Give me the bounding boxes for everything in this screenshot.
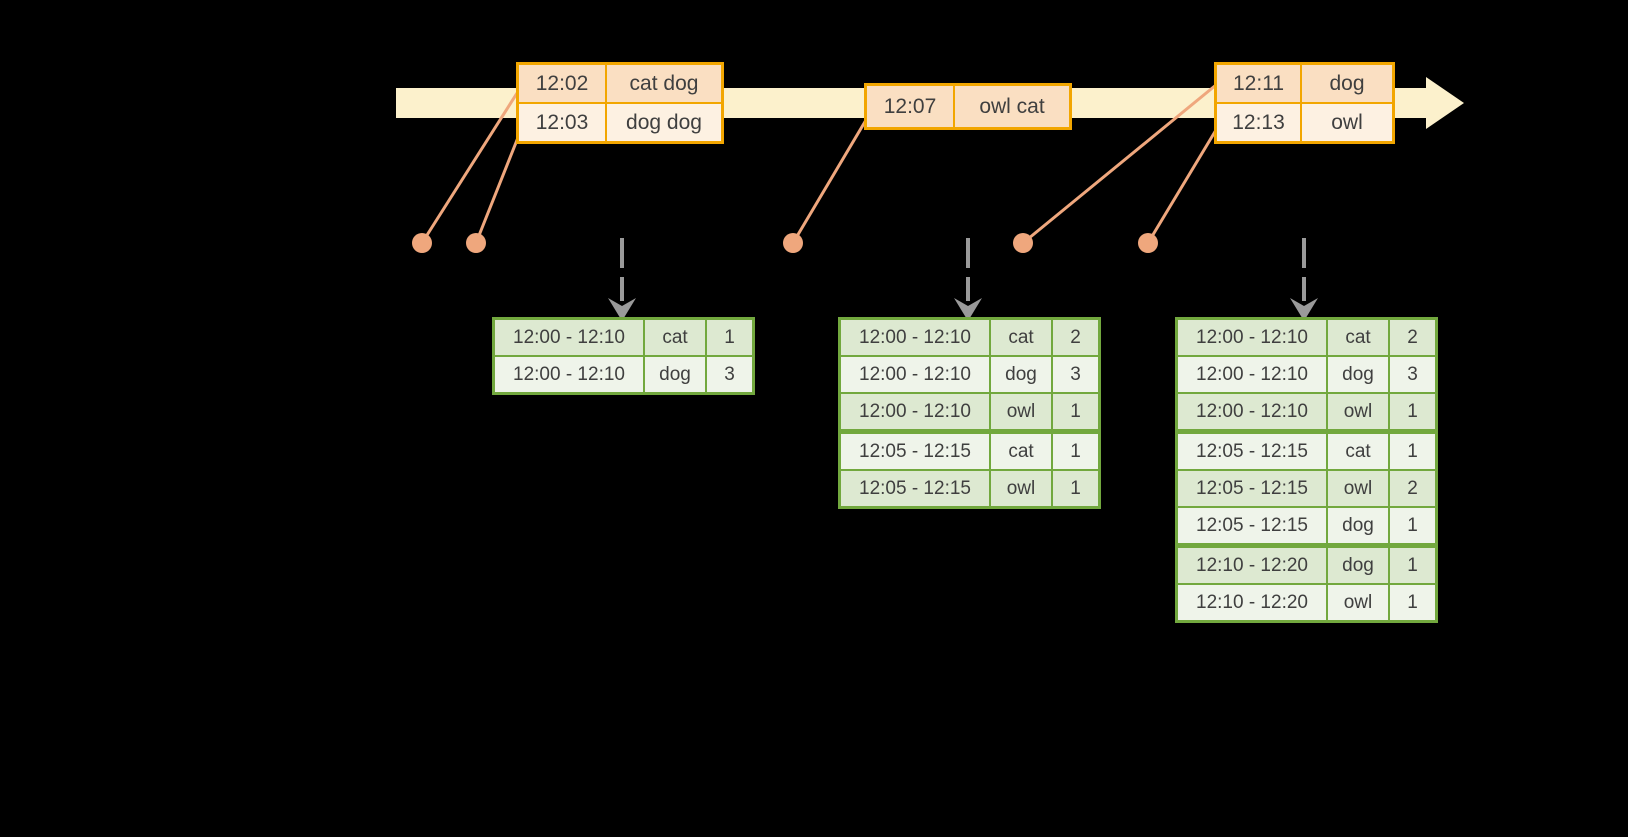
word-cell: owl [1326, 392, 1390, 433]
result-row: 12:05 - 12:15 cat 1 [838, 429, 1101, 471]
event-marker-dots [412, 233, 1158, 253]
window-cell: 12:00 - 12:10 [492, 317, 645, 357]
trigger-arrows [608, 238, 1318, 321]
event-connector-lines [420, 83, 1218, 245]
window-cell: 12:00 - 12:10 [1175, 355, 1328, 394]
connector-line [474, 129, 523, 244]
window-cell: 12:05 - 12:15 [1175, 506, 1328, 547]
result-row: 12:05 - 12:15 owl 2 [1175, 469, 1438, 508]
word-cell: owl [989, 469, 1053, 509]
word-cell: dog [1326, 506, 1390, 547]
result-row: 12:00 - 12:10 owl 1 [838, 392, 1101, 433]
count-cell: 1 [1388, 429, 1438, 471]
count-cell: 1 [1388, 583, 1438, 623]
word-cell: owl [1326, 583, 1390, 623]
word-cell: cat [1326, 317, 1390, 357]
window-cell: 12:00 - 12:10 [1175, 317, 1328, 357]
count-cell: 3 [1388, 355, 1438, 394]
window-cell: 12:05 - 12:15 [838, 429, 991, 471]
arrow-down-head-icon [608, 298, 636, 321]
time-cell: 12:13 [1214, 102, 1302, 144]
word-cell: dog [1326, 355, 1390, 394]
event-row: 12:13 owl [1214, 102, 1395, 144]
result-row: 12:00 - 12:10 dog 3 [492, 355, 755, 395]
count-cell: 1 [1388, 392, 1438, 433]
event-row: 12:11 dog [1214, 62, 1395, 104]
window-cell: 12:05 - 12:15 [838, 469, 991, 509]
connector-line [791, 119, 868, 244]
window-cell: 12:00 - 12:10 [838, 355, 991, 394]
result-row: 12:00 - 12:10 owl 1 [1175, 392, 1438, 433]
count-cell: 2 [1051, 317, 1101, 357]
result-row: 12:00 - 12:10 dog 3 [838, 355, 1101, 394]
window-cell: 12:00 - 12:10 [492, 355, 645, 395]
words-cell: dog [1300, 62, 1395, 104]
time-cell: 12:11 [1214, 62, 1302, 104]
window-cell: 12:05 - 12:15 [1175, 469, 1328, 508]
words-cell: owl [1300, 102, 1395, 144]
arrow-down-head-icon [954, 298, 982, 321]
window-cell: 12:05 - 12:15 [1175, 429, 1328, 471]
result-table-1: 12:00 - 12:10 cat 1 12:00 - 12:10 dog 3 [492, 317, 755, 395]
event-table-1: 12:02 cat dog 12:03 dog dog [516, 62, 724, 144]
word-cell: dog [989, 355, 1053, 394]
time-cell: 12:07 [864, 83, 955, 130]
window-cell: 12:10 - 12:20 [1175, 583, 1328, 623]
result-row: 12:10 - 12:20 owl 1 [1175, 583, 1438, 623]
event-marker-dot [1013, 233, 1033, 253]
count-cell: 3 [1051, 355, 1101, 394]
event-row: 12:03 dog dog [516, 102, 724, 144]
result-row: 12:00 - 12:10 cat 1 [492, 317, 755, 357]
count-cell: 1 [1388, 543, 1438, 585]
count-cell: 1 [1051, 392, 1101, 433]
arrow-down-head-icon [1290, 298, 1318, 321]
count-cell: 1 [1388, 506, 1438, 547]
time-cell: 12:03 [516, 102, 607, 144]
event-marker-dot [412, 233, 432, 253]
count-cell: 1 [705, 317, 755, 357]
event-table-3: 12:11 dog 12:13 owl [1214, 62, 1395, 144]
result-row: 12:05 - 12:15 owl 1 [838, 469, 1101, 509]
count-cell: 2 [1388, 317, 1438, 357]
count-cell: 1 [1051, 469, 1101, 509]
result-row: 12:00 - 12:10 cat 2 [1175, 317, 1438, 357]
result-row: 12:10 - 12:20 dog 1 [1175, 543, 1438, 585]
count-cell: 2 [1388, 469, 1438, 508]
connector-line [1146, 129, 1218, 244]
word-cell: cat [989, 429, 1053, 471]
event-marker-dot [1138, 233, 1158, 253]
result-row: 12:05 - 12:15 dog 1 [1175, 506, 1438, 547]
result-row: 12:05 - 12:15 cat 1 [1175, 429, 1438, 471]
event-marker-dot [783, 233, 803, 253]
word-cell: cat [1326, 429, 1390, 471]
result-table-3: 12:00 - 12:10 cat 2 12:00 - 12:10 dog 3 … [1175, 317, 1438, 623]
window-cell: 12:00 - 12:10 [838, 392, 991, 433]
window-cell: 12:00 - 12:10 [1175, 392, 1328, 433]
connector-line [1022, 83, 1217, 245]
word-cell: dog [643, 355, 707, 395]
word-cell: owl [989, 392, 1053, 433]
window-cell: 12:10 - 12:20 [1175, 543, 1328, 585]
window-cell: 12:00 - 12:10 [838, 317, 991, 357]
words-cell: dog dog [605, 102, 724, 144]
count-cell: 3 [705, 355, 755, 395]
words-cell: cat dog [605, 62, 724, 104]
event-marker-dot [466, 233, 486, 253]
word-cell: dog [1326, 543, 1390, 585]
arrow-right-icon [1426, 77, 1464, 129]
word-cell: cat [643, 317, 707, 357]
result-row: 12:00 - 12:10 dog 3 [1175, 355, 1438, 394]
result-row: 12:00 - 12:10 cat 2 [838, 317, 1101, 357]
time-cell: 12:02 [516, 62, 607, 104]
count-cell: 1 [1051, 429, 1101, 471]
connector-line [420, 89, 521, 244]
event-row: 12:02 cat dog [516, 62, 724, 104]
result-table-2: 12:00 - 12:10 cat 2 12:00 - 12:10 dog 3 … [838, 317, 1101, 509]
event-row: 12:07 owl cat [864, 83, 1072, 130]
words-cell: owl cat [953, 83, 1072, 130]
word-cell: owl [1326, 469, 1390, 508]
word-cell: cat [989, 317, 1053, 357]
event-table-2: 12:07 owl cat [864, 83, 1072, 130]
